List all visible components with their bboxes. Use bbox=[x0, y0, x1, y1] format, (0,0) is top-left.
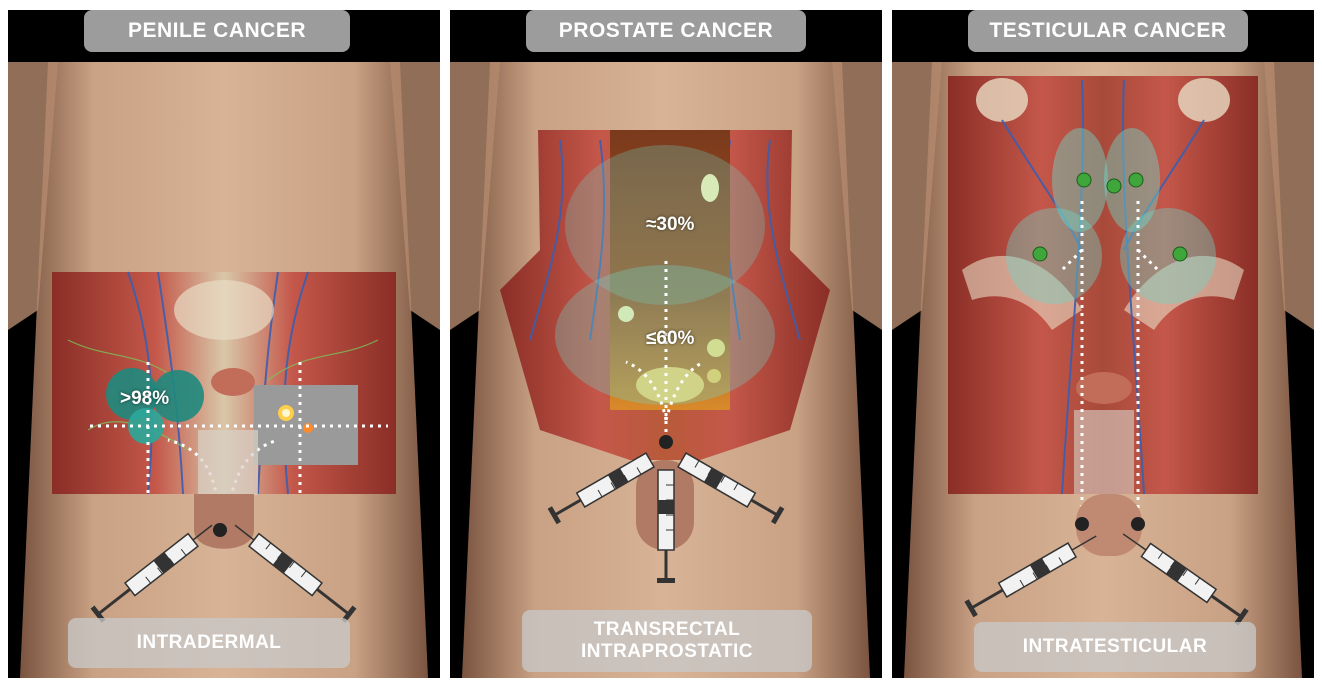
panel-title: PROSTATE CANCER bbox=[526, 10, 806, 52]
percentage-label-upper: ≈30% bbox=[646, 214, 694, 236]
route-label: INTRADERMAL bbox=[68, 618, 350, 668]
panel-title: TESTICULAR CANCER bbox=[968, 10, 1248, 52]
penile-illustration bbox=[8, 10, 440, 678]
penis bbox=[194, 494, 254, 549]
panel-prostate: PROSTATE CANCER ≈30% ≤60% TRANSRECTAL IN… bbox=[450, 10, 882, 678]
percentage-label: >98% bbox=[120, 388, 169, 410]
panel-testicular: TESTICULAR CANCER INTRATESTICULAR bbox=[892, 10, 1314, 678]
route-label: INTRATESTICULAR bbox=[974, 622, 1256, 672]
percentage-label-lower: ≤60% bbox=[646, 328, 694, 350]
panel-penile: PENILE CANCER >98% INTRADERMAL bbox=[8, 10, 440, 678]
panel-title: PENILE CANCER bbox=[84, 10, 350, 52]
route-label: TRANSRECTAL INTRAPROSTATIC bbox=[522, 610, 812, 672]
testicular-illustration bbox=[892, 10, 1314, 678]
